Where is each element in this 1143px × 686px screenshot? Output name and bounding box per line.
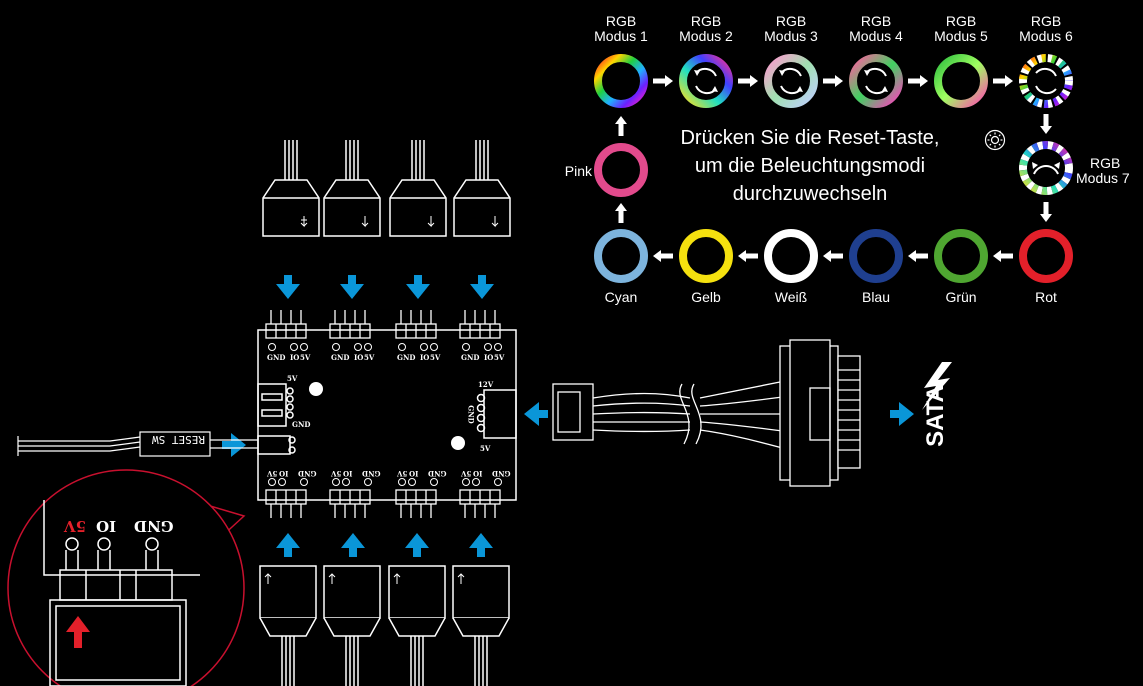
- hub-top-pin-gnd-1: GND: [267, 353, 286, 362]
- instruction-line-2: um die Beleuchtungsmodi: [694, 155, 926, 177]
- mode-ring-5: [934, 54, 988, 108]
- hub-bottom-pin-io-3: IO: [409, 469, 419, 478]
- hub-top-pin-gnd-3: GND: [397, 353, 416, 362]
- mode-label-4-line1: RGB: [860, 13, 892, 29]
- hub-top-pin-gnd-2: GND: [331, 353, 350, 362]
- hub-top-pin-gnd-4: GND: [461, 353, 480, 362]
- mode-ring-7: [1019, 141, 1073, 195]
- lightning-icon: [922, 362, 952, 410]
- mode-ring-2: [679, 54, 733, 108]
- hub-top-pin-5v-2: 5V: [364, 353, 375, 362]
- hub-side-5v-label: 5V: [287, 374, 298, 383]
- hub-top-pin-io-2: IO: [354, 353, 364, 362]
- instruction-text: Drücken Sie die Reset-Taste, um die Bele…: [640, 124, 980, 208]
- mode-label-1-line1: RGB: [605, 13, 637, 29]
- color-ring-blau: [849, 229, 903, 283]
- color-label-rot: Rot: [1035, 289, 1057, 305]
- hub-top-pin-io-4: IO: [484, 353, 494, 362]
- hub-top-pin-io-3: IO: [420, 353, 430, 362]
- mount-hole-1: [309, 382, 323, 396]
- mode-label-6: RGB Modus 6: [1001, 14, 1091, 44]
- mode-label-2: RGB Modus 2: [661, 14, 751, 44]
- reset-sun-icon: [984, 129, 1006, 151]
- mode-label-5-line1: RGB: [945, 13, 977, 29]
- hub-right-5v-label: 5V: [480, 444, 491, 453]
- color-label-gelb: Gelb: [691, 289, 721, 305]
- color-ring-weiss: [764, 229, 818, 283]
- color-ring-cyan: [594, 229, 648, 283]
- hub-top-pin-5v-1: 5V: [300, 353, 311, 362]
- mode-label-1-line2: Modus 1: [594, 28, 648, 44]
- mode-label-2-line2: Modus 2: [679, 28, 733, 44]
- hub-right-gnd-label: GND: [466, 405, 476, 424]
- hub-board: [257, 310, 517, 518]
- mode-label-6-line1: RGB: [1030, 13, 1062, 29]
- cycle-arrows: [615, 75, 1052, 262]
- hub-top-pin-io-1: IO: [290, 353, 300, 362]
- mode-label-6-line2: Modus 6: [1019, 28, 1073, 44]
- color-ring-rot: [1019, 229, 1073, 283]
- color-label-pink: Pink: [564, 163, 592, 179]
- color-label-gruen: Grün: [945, 289, 977, 305]
- hub-bottom-pin-5v-2: 5V: [331, 469, 342, 478]
- color-ring-gelb: [679, 229, 733, 283]
- mode-label-7-line2: Modus 7: [1076, 170, 1130, 186]
- mode-ring-6: [1019, 54, 1073, 108]
- hub-bottom-pin-5v-1: 5V: [267, 469, 278, 478]
- mode-label-2-line1: RGB: [690, 13, 722, 29]
- hub-bottom-pin-5v-4: 5V: [461, 469, 472, 478]
- hub-bottom-pin-5v-3: 5V: [397, 469, 408, 478]
- color-label-cyan: Cyan: [604, 289, 638, 305]
- hub-bottom-pin-gnd-2: GND: [362, 469, 381, 478]
- color-ring-gruen: [934, 229, 988, 283]
- mode-label-7-line1: RGB: [1090, 155, 1121, 171]
- zoom-5v-label: 5V: [64, 517, 87, 535]
- color-label-blau: Blau: [861, 289, 891, 305]
- mode-ring-3: [764, 54, 818, 108]
- zoom-detail: [7, 469, 246, 686]
- mode-label-4-line2: Modus 4: [849, 28, 903, 44]
- instruction-line-3: durchzuwechseln: [732, 183, 888, 205]
- mode-label-5-line2: Modus 5: [934, 28, 988, 44]
- mode-label-5: RGB Modus 5: [916, 14, 1006, 44]
- mode-label-3-line1: RGB: [775, 13, 807, 29]
- color-label-weiss: Weiß: [774, 289, 808, 305]
- hub-side-gnd-label: GND: [292, 420, 311, 429]
- hub-bottom-pin-io-4: IO: [473, 469, 483, 478]
- instruction-line-1: Drücken Sie die Reset-Taste,: [680, 127, 940, 149]
- sata-label: SATA: [921, 385, 949, 447]
- reset-switch-cable: [17, 431, 258, 457]
- color-ring-pink: [594, 143, 648, 197]
- mode-label-3: RGB Modus 3: [746, 14, 836, 44]
- mount-hole-2: [451, 436, 465, 450]
- mode-ring-1: [594, 54, 648, 108]
- mode-ring-4: [849, 54, 903, 108]
- hub-bottom-pin-io-1: IO: [279, 469, 289, 478]
- zoom-gnd-label: GND: [134, 517, 174, 535]
- zoom-io-label: IO: [96, 517, 117, 535]
- sata-cable: [552, 339, 861, 487]
- top-fan-plugs: [262, 140, 511, 237]
- hub-right-12v-label: 12V: [478, 380, 494, 389]
- hub-bottom-pin-io-2: IO: [343, 469, 353, 478]
- mode-label-1: RGB Modus 1: [576, 14, 666, 44]
- mode-label-7: RGB Modus 7: [1076, 156, 1142, 186]
- blue-arrows: [222, 275, 914, 557]
- hub-bottom-pin-gnd-1: GND: [298, 469, 317, 478]
- hub-bottom-pin-gnd-3: GND: [428, 469, 447, 478]
- bottom-fan-plugs: [259, 565, 510, 686]
- mode-label-3-line2: Modus 3: [764, 28, 818, 44]
- mode-label-4: RGB Modus 4: [831, 14, 921, 44]
- hub-top-pin-5v-4: 5V: [494, 353, 505, 362]
- hub-bottom-pin-gnd-4: GND: [492, 469, 511, 478]
- hub-top-pin-5v-3: 5V: [430, 353, 441, 362]
- reset-switch-label: RESET SW: [152, 433, 205, 446]
